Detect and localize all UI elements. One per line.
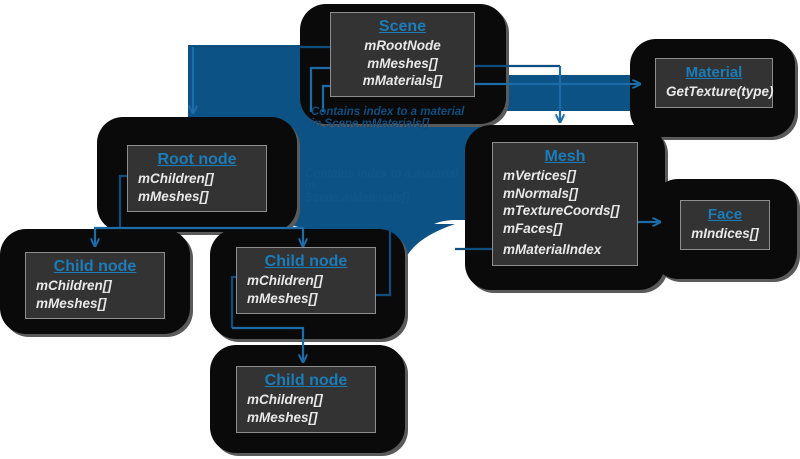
node-mesh-field-1: mNormals[] [503,185,579,201]
node-material[interactable]: Material GetTexture(type) [655,58,774,108]
annotation-material-index: Contains index to a material in Scene.mM… [311,106,464,130]
node-scene-field-2: mMaterials[] [362,73,443,88]
ghost-annotation-line-2: in [305,180,316,192]
ghost-annotation-line-3: Scene.mMaterials[] [305,192,410,204]
node-root-node-field-1: mMeshes[] [138,188,209,204]
ghost-annotation: Contains index to a material in Scene.mM… [305,168,458,204]
node-child-node-left[interactable]: Child node mChildren[] mMeshes[] [25,252,165,319]
node-root-node-field-0: mChildren[] [138,171,214,186]
node-child-node-bottom[interactable]: Child node mChildren[] mMeshes[] [236,366,376,433]
node-mesh-field-0: mVertices[] [503,168,577,183]
node-child-node-middle[interactable]: Child node mChildren[] mMeshes[] [236,247,376,314]
node-mesh-field-3: mFaces[] [503,220,563,236]
node-root-node[interactable]: Root node mChildren[] mMeshes[] [127,145,267,212]
blue-panel [188,45,640,300]
node-mesh-title: Mesh [544,148,586,165]
node-child-node-bottom-title: Child node [264,372,348,389]
node-face[interactable]: Face mIndices[] [680,200,770,250]
node-child-node-middle-field-1: mMeshes[] [247,290,318,306]
node-face-field-0: mIndices[] [691,226,759,241]
node-scene[interactable]: Scene mRootNode mMeshes[] mMaterials[] [330,12,475,97]
annotation-line-1: Contains index to a material [311,106,465,118]
node-mesh-field-4: mMaterialIndex [503,242,602,257]
node-material-title: Material [685,64,743,81]
node-scene-title: Scene [378,18,427,35]
node-child-node-left-field-1: mMeshes[] [36,295,107,311]
node-child-node-middle-title: Child node [264,253,348,270]
node-child-node-left-field-0: mChildren[] [36,278,112,293]
node-child-node-middle-field-0: mChildren[] [247,273,323,288]
node-scene-field-0: mRootNode [364,38,441,53]
node-mesh-field-2: mTextureCoords[] [503,203,620,218]
node-child-node-bottom-field-1: mMeshes[] [247,409,318,425]
annotation-line-2: in Scene.mMaterials[] [311,118,430,130]
node-child-node-bottom-field-0: mChildren[] [247,392,323,407]
node-child-node-left-title: Child node [53,258,137,275]
node-face-title: Face [707,206,743,223]
node-root-node-title: Root node [157,151,237,168]
node-mesh[interactable]: Mesh mVertices[] mNormals[] mTextureCoor… [492,142,638,266]
node-scene-field-1: mMeshes[] [367,55,438,71]
node-material-field-0: GetTexture(type) [666,84,774,99]
ghost-annotation-line-1: Contains index to a material [305,168,459,180]
